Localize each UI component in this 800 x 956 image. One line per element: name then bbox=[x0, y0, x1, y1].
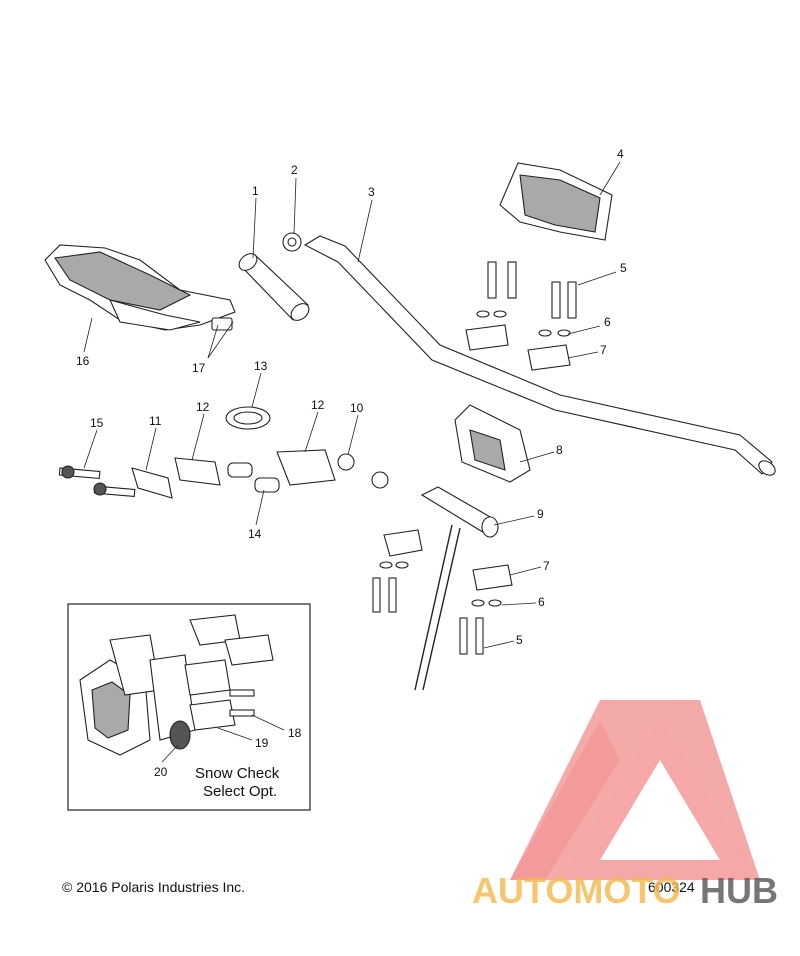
callout-17: 17 bbox=[192, 361, 206, 375]
watermark-brand-part2: HUB bbox=[700, 870, 778, 911]
callout-12-right: 12 bbox=[311, 398, 325, 412]
clamps-lower-part bbox=[372, 529, 513, 655]
clamps-upper-part bbox=[465, 310, 571, 371]
callout-19: 19 bbox=[255, 736, 269, 750]
callout-10: 10 bbox=[350, 401, 364, 415]
riser-block-part bbox=[454, 404, 531, 483]
callout-4: 4 bbox=[617, 147, 624, 161]
bar-end-plug-part bbox=[282, 232, 302, 252]
bolts-upper-part bbox=[487, 261, 577, 319]
callout-6-upper: 6 bbox=[604, 315, 611, 329]
callout-16: 16 bbox=[76, 354, 90, 368]
handlebar-pad-part bbox=[499, 162, 613, 241]
grip-part bbox=[238, 253, 310, 321]
handlebar-part bbox=[303, 235, 776, 476]
callout-5-upper: 5 bbox=[620, 261, 627, 275]
watermark-brand-part1: AUTOMOTO bbox=[472, 870, 681, 911]
automotohub-watermark-text: AUTOMOTO HUB bbox=[472, 870, 778, 911]
callout-2: 2 bbox=[291, 163, 298, 177]
callout-7-lower: 7 bbox=[543, 559, 550, 573]
callout-6-lower: 6 bbox=[538, 595, 545, 609]
callout-11: 11 bbox=[149, 414, 162, 428]
copyright-text: © 2016 Polaris Industries Inc. bbox=[62, 879, 245, 895]
steering-post-part bbox=[414, 486, 499, 691]
callout-1: 1 bbox=[252, 184, 259, 198]
callout-15: 15 bbox=[90, 416, 104, 430]
callout-18: 18 bbox=[288, 726, 302, 740]
callout-8: 8 bbox=[556, 443, 563, 457]
callout-13: 13 bbox=[254, 359, 268, 373]
callout-20: 20 bbox=[154, 765, 168, 779]
handguard-part bbox=[44, 244, 236, 331]
inset-label-line1: Snow Check bbox=[195, 765, 280, 782]
leader-lines bbox=[83, 161, 621, 763]
automotohub-watermark-logo bbox=[510, 700, 760, 880]
callout-9: 9 bbox=[537, 507, 544, 521]
snow-check-inset bbox=[67, 603, 311, 811]
callout-12-left: 12 bbox=[196, 400, 210, 414]
mount-hardware-part bbox=[58, 406, 389, 499]
figure-number: 600324 bbox=[648, 879, 695, 895]
callout-5-lower: 5 bbox=[516, 633, 523, 647]
callout-14: 14 bbox=[248, 527, 262, 541]
callout-7-upper: 7 bbox=[600, 343, 607, 357]
callout-3: 3 bbox=[368, 185, 375, 199]
inset-label-line2: Select Opt. bbox=[203, 783, 277, 800]
